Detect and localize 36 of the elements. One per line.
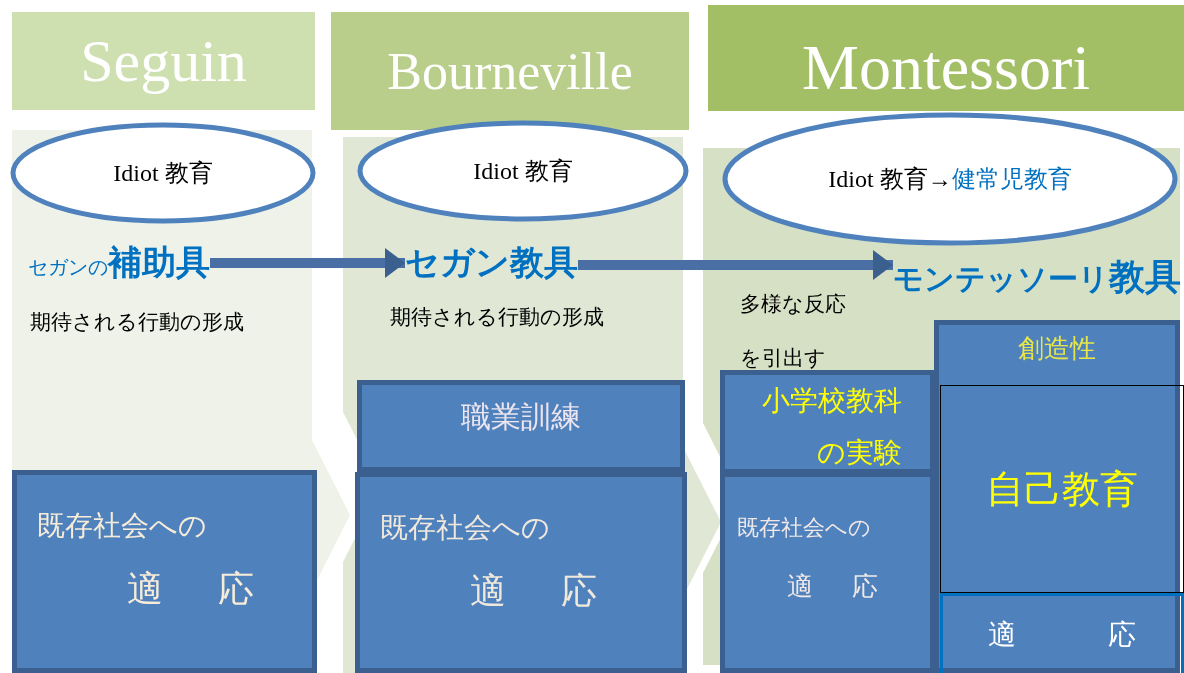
description-text: 期待される行動の形成 bbox=[390, 304, 604, 331]
text-box bbox=[940, 385, 1184, 593]
header-band bbox=[12, 12, 315, 110]
text-box bbox=[720, 370, 935, 474]
tool-title: セガン教具 bbox=[405, 241, 578, 284]
header-band bbox=[331, 12, 689, 130]
box-text: 適 応 bbox=[470, 569, 598, 613]
text-box bbox=[12, 470, 317, 673]
arrow bbox=[210, 248, 405, 278]
header-title: Montessori bbox=[802, 31, 1090, 105]
ellipse-text: Idiot 教育→ bbox=[828, 165, 952, 194]
box-text: 創造性 bbox=[1018, 332, 1096, 365]
box-text: 既存社会への bbox=[37, 508, 208, 544]
box-text: 適 応 bbox=[987, 616, 1137, 653]
arrow bbox=[578, 250, 893, 280]
description-text: 多様な反応を引出す bbox=[740, 291, 847, 372]
text-box bbox=[720, 472, 935, 673]
text-box bbox=[355, 472, 687, 673]
box-text: 小学校教科の実験 bbox=[760, 383, 902, 471]
header-title: Bourneville bbox=[387, 41, 633, 101]
ellipse-text: Idiot 教育 bbox=[113, 159, 213, 188]
tool-title: モンテッソーリ教具 bbox=[893, 254, 1181, 299]
box-text: 既存社会への bbox=[380, 510, 551, 546]
header-band bbox=[708, 5, 1184, 111]
box-text: 自己教育 bbox=[986, 465, 1138, 513]
box-text: 職業訓練 bbox=[461, 398, 581, 436]
box-text: 適 応 bbox=[127, 567, 255, 611]
text-box bbox=[940, 593, 1184, 673]
tool-title: セガンの補助具 bbox=[28, 241, 210, 284]
text-box bbox=[357, 380, 685, 472]
ellipse-text: 健常児教育 bbox=[951, 164, 1072, 195]
box-text: 適 応 bbox=[787, 570, 880, 603]
box-text: 既存社会への bbox=[737, 514, 872, 542]
ellipse-text: Idiot 教育 bbox=[473, 157, 573, 186]
header-title: Seguin bbox=[80, 26, 247, 96]
description-text: 期待される行動の形成 bbox=[30, 309, 244, 336]
